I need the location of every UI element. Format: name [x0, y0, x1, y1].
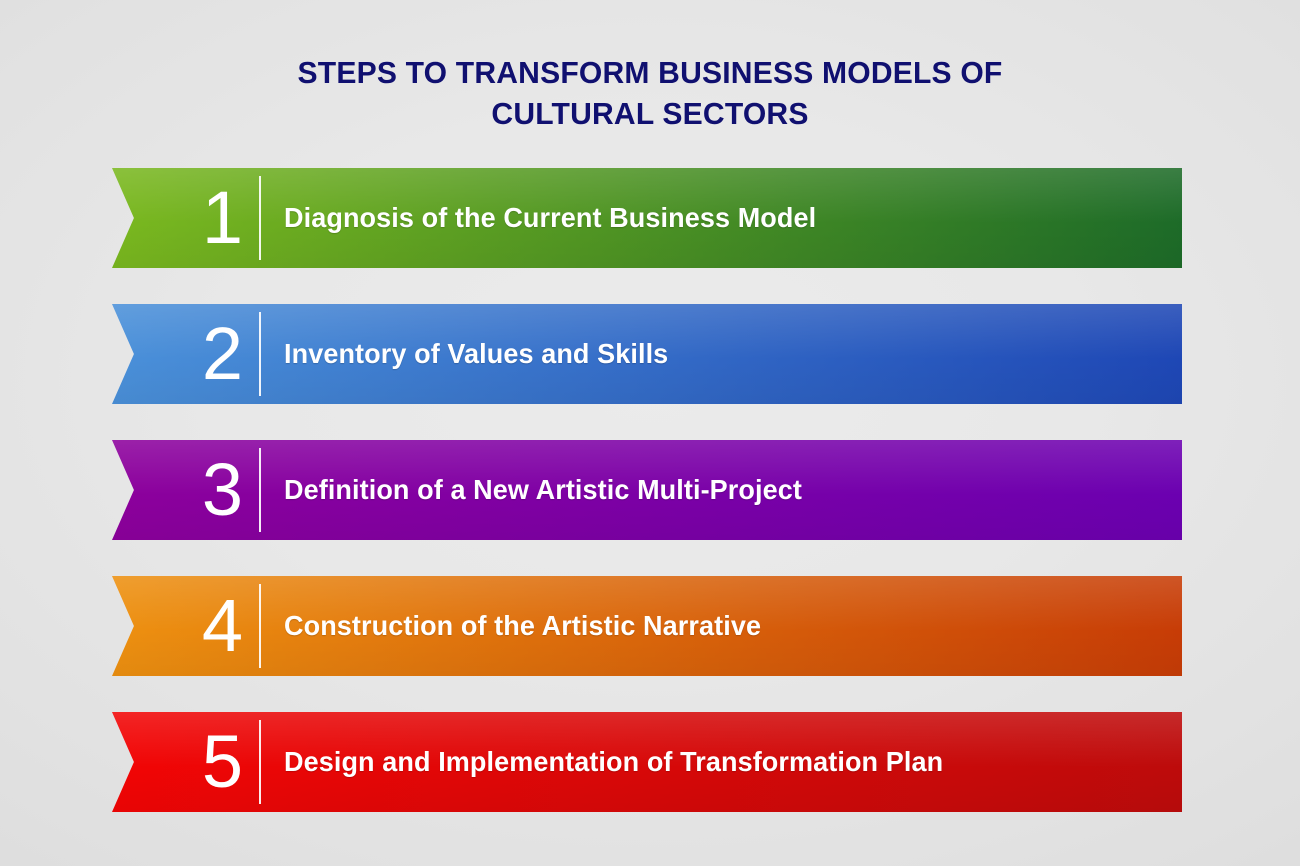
step-label: Inventory of Values and Skills: [284, 338, 669, 369]
step-number: 3: [201, 448, 243, 531]
step-number: 1: [201, 176, 243, 259]
step-item-3[interactable]: 3 Definition of a New Artistic Multi-Pro…: [112, 440, 1182, 540]
step-ribbon: [112, 712, 1182, 812]
step-item-2[interactable]: 2 Inventory of Values and Skills: [112, 304, 1182, 404]
step-label: Definition of a New Artistic Multi-Proje…: [284, 474, 802, 505]
step-divider: [259, 176, 261, 260]
step-ribbon: [112, 304, 1182, 404]
step-divider: [259, 584, 261, 668]
page-title: STEPS TO TRANSFORM BUSINESS MODELS OF CU…: [297, 55, 1003, 131]
step-item-5[interactable]: 5 Design and Implementation of Transform…: [112, 712, 1182, 812]
step-divider: [259, 720, 261, 804]
step-ribbon: [112, 576, 1182, 676]
step-ribbon: [112, 168, 1182, 268]
step-label: Diagnosis of the Current Business Model: [284, 202, 817, 233]
step-divider: [259, 312, 261, 396]
step-number: 5: [201, 720, 243, 803]
step-item-1[interactable]: 1 Diagnosis of the Current Business Mode…: [112, 168, 1182, 268]
step-item-4[interactable]: 4 Construction of the Artistic Narrative: [112, 576, 1182, 676]
step-label: Construction of the Artistic Narrative: [284, 610, 762, 641]
step-label: Design and Implementation of Transformat…: [284, 746, 944, 777]
step-number: 4: [201, 584, 243, 667]
step-number: 2: [201, 312, 243, 395]
steps-list: 1 Diagnosis of the Current Business Mode…: [0, 168, 1300, 812]
step-ribbon: [112, 440, 1182, 540]
step-divider: [259, 448, 261, 532]
